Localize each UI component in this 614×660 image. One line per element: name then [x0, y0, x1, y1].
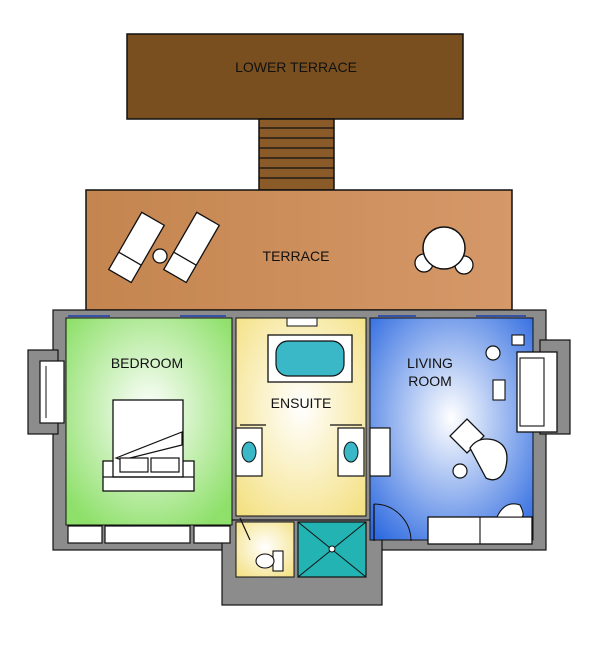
basin-right — [337, 427, 365, 477]
lower-terrace — [126, 33, 464, 120]
living-room-label-line2: ROOM — [408, 373, 452, 389]
bedroom-window-bottom — [104, 525, 191, 544]
living-room-console — [369, 427, 391, 477]
terrace-dining-table — [414, 226, 474, 275]
living-room-label-line1: LIVING — [407, 355, 453, 371]
sun-lounger-right — [162, 211, 221, 284]
lower-terrace-label: LOWER TERRACE — [235, 59, 357, 75]
living-room — [369, 317, 534, 541]
ensuite-label: ENSUITE — [271, 395, 332, 411]
ensuite-window — [286, 317, 318, 327]
shower — [297, 521, 367, 578]
bedroom-window-bottom-left — [67, 525, 103, 544]
side-table — [152, 248, 168, 264]
terrace-label: TERRACE — [263, 248, 330, 264]
side-cabinet — [492, 379, 506, 401]
toilet — [255, 550, 284, 572]
basin-left — [235, 427, 263, 477]
sun-lounger-left — [107, 211, 166, 284]
bed — [102, 399, 195, 492]
wc-door — [239, 517, 251, 541]
wc-room — [235, 521, 295, 578]
stairs — [258, 118, 335, 191]
bedroom-bay-window — [39, 360, 65, 424]
bedroom-window-bottom-right — [193, 525, 231, 544]
armchair — [449, 418, 508, 481]
sofa-right — [516, 351, 558, 433]
bathtub — [267, 334, 353, 383]
small-table — [511, 334, 525, 346]
bedroom-label: BEDROOM — [111, 355, 183, 371]
lamp-table — [485, 345, 501, 361]
living-room-door — [373, 503, 412, 542]
sofa-bottom — [427, 503, 533, 545]
